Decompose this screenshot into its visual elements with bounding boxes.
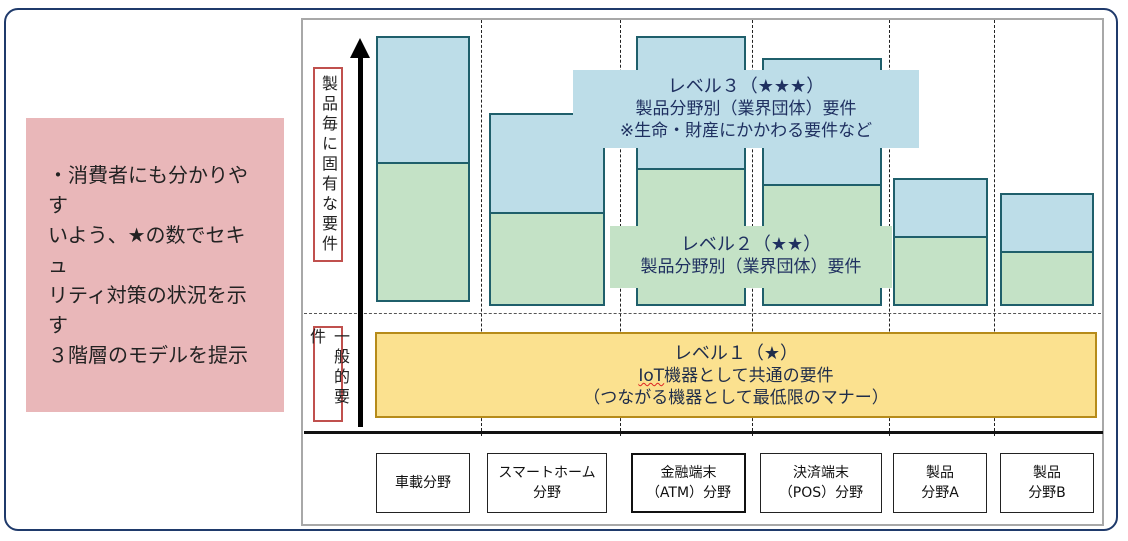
level3-note: ※生命・財産にかかわる要件など (619, 121, 873, 141)
bar-level3-automotive (376, 36, 470, 164)
bar-level2-automotive (376, 162, 470, 302)
summary-text: ・消費者にも分かりやす いよう、★の数でセキュ リティ対策の状況を示す ３階層の… (48, 163, 248, 367)
level2-label: レベル２（★★） 製品分野別（業界団体）要件 (610, 226, 892, 288)
level1-description: IoT機器として共通の要件 (377, 365, 1095, 387)
category-smarthome: スマートホーム 分野 (487, 453, 607, 513)
level2-description: 製品分野別（業界団体）要件 (640, 257, 862, 277)
level3-label: レベル３（★★★） 製品分野別（業界団体）要件 ※生命・財産にかかわる要件など (573, 70, 919, 148)
baseline (304, 431, 1103, 434)
bar-level3-product-a (893, 178, 988, 238)
bar-level2-product-b (1000, 251, 1094, 306)
level3-description: 製品分野別（業界団体）要件 (635, 99, 857, 119)
category-pos: 決済端末 （POS）分野 (760, 453, 882, 513)
diagram-panel (301, 18, 1104, 526)
category-product-b: 製品 分野B (1000, 453, 1094, 513)
level1-note: （つながる機器として最低限のマナー） (583, 388, 889, 408)
category-automotive: 車載分野 (376, 453, 470, 513)
bar-level2-smarthome (489, 212, 605, 306)
level3-title: レベル３（★★★） (667, 76, 825, 97)
level1-description-iot: IoT (638, 366, 665, 386)
up-arrow-icon (350, 38, 370, 58)
level2-title: レベル２（★★） (680, 234, 822, 255)
category-atm: 金融端末 （ATM）分野 (631, 453, 746, 513)
summary-box: ・消費者にも分かりやす いよう、★の数でセキュ リティ対策の状況を示す ３階層の… (26, 118, 284, 412)
upper-requirements-label: 製品毎に固有な要件 (313, 67, 343, 262)
column-separator (481, 20, 482, 436)
column-separator (994, 20, 995, 436)
category-product-a: 製品 分野A (893, 453, 987, 513)
upper-requirements-text: 製品毎に固有な要件 (319, 74, 338, 255)
general-requirements-label: 一般的要件 (307, 326, 350, 422)
level1-description-rest: 機器として共通の要件 (664, 366, 834, 386)
bar-level2-product-a (893, 236, 988, 306)
level1-title: レベル１（★） (673, 343, 799, 364)
general-requirements-text: 一般的要件 (307, 328, 350, 408)
bar-level3-product-b (1000, 193, 1094, 253)
level-separator-line (304, 313, 1101, 314)
up-arrow-shaft (358, 56, 363, 427)
level1-box: レベル１（★） IoT機器として共通の要件 （つながる機器として最低限のマナー） (375, 332, 1097, 418)
